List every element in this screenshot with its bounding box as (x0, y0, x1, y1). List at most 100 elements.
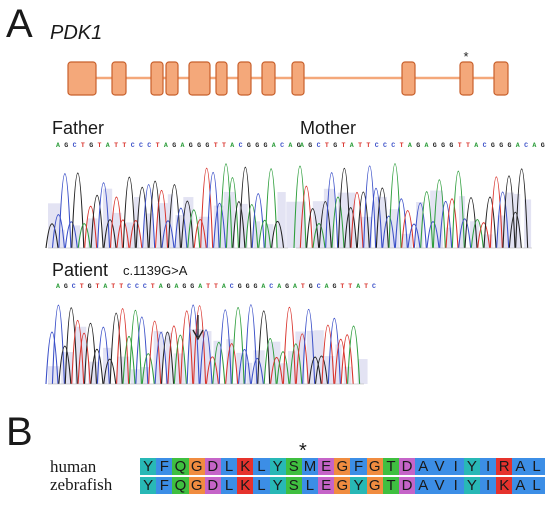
quality-bar (314, 330, 324, 384)
quality-bar (134, 197, 140, 248)
residue: E (318, 458, 335, 475)
base-call: T (114, 142, 119, 149)
residue: I (479, 477, 497, 494)
base-call: G (296, 142, 301, 149)
variant-label: c.1139G>A (123, 263, 188, 278)
exon-9 (291, 61, 305, 96)
peak (64, 221, 78, 249)
gene-name: PDK1 (50, 22, 103, 44)
quality-bar (357, 359, 368, 384)
peak (45, 331, 59, 385)
peak (344, 207, 358, 249)
base-call: C (383, 142, 387, 149)
base-call: G (172, 142, 177, 149)
residue: L (220, 477, 238, 494)
peak (264, 168, 278, 249)
base-call: G (182, 283, 187, 290)
quality-bar (167, 194, 174, 248)
species-human: human (50, 457, 97, 476)
peak (167, 325, 181, 385)
residue: R (496, 458, 513, 475)
base-call: C (72, 142, 77, 149)
base-call: G (308, 283, 313, 290)
peak (363, 165, 377, 249)
peak (199, 329, 213, 385)
peak (496, 191, 510, 249)
peak (282, 307, 296, 385)
quality-bar (337, 192, 350, 248)
base-call: T (214, 283, 218, 290)
peak (394, 198, 408, 249)
peak (237, 348, 252, 385)
peak (135, 187, 149, 249)
residue: A (415, 477, 432, 494)
exon-7 (237, 61, 252, 96)
species-zebrafish: zebrafish (50, 475, 113, 494)
residue: M (301, 458, 319, 475)
base-call: C (372, 283, 376, 290)
peak (58, 345, 72, 385)
peak (225, 343, 239, 385)
base-call: A (349, 142, 354, 149)
peak (212, 342, 226, 385)
base-call: A (532, 142, 537, 149)
peak (141, 353, 155, 385)
peak (225, 177, 239, 249)
base-call: A (105, 142, 110, 149)
patient-trace (45, 304, 368, 385)
peak (116, 308, 130, 385)
peak (308, 356, 322, 385)
peak (327, 317, 341, 385)
residue: Y (463, 458, 480, 475)
base-call: A (261, 283, 266, 290)
panel-a-letter: A (6, 2, 33, 46)
quality-bar (213, 340, 221, 384)
quality-bar (347, 192, 356, 248)
residue: I (479, 458, 497, 475)
base-call: G (540, 142, 545, 149)
peak (109, 196, 123, 249)
peak (218, 309, 232, 385)
quality-bar (295, 331, 305, 384)
base-call: C (482, 142, 487, 149)
base-call: A (174, 283, 179, 290)
base-call: G (499, 142, 504, 149)
quality-bar (223, 191, 235, 248)
peak (186, 304, 200, 385)
base-call: A (56, 142, 60, 149)
peak (71, 172, 85, 249)
peak (263, 337, 277, 385)
peak (347, 325, 361, 385)
base-call: C (280, 142, 285, 149)
exon-10 (401, 61, 416, 96)
peak (174, 207, 188, 249)
base-call: A (158, 283, 163, 290)
base-call: T (457, 142, 462, 149)
exon-11 (459, 61, 474, 96)
base-call: T (364, 283, 369, 290)
peak (193, 305, 207, 385)
quality-bar (286, 201, 297, 248)
peak (122, 335, 136, 385)
base-call: G (255, 142, 260, 149)
residue: K (237, 458, 254, 475)
quality-bar (416, 202, 424, 248)
peak (155, 190, 169, 249)
base-call: T (95, 283, 100, 290)
residue: I (447, 458, 464, 475)
peak (439, 200, 453, 249)
exon-3 (150, 61, 164, 96)
peak (232, 201, 246, 249)
peak (312, 223, 326, 249)
base-call: G (89, 142, 94, 149)
exon-12 (493, 61, 509, 96)
quality-bar (524, 199, 532, 248)
peak (470, 219, 484, 249)
base-call: C (139, 142, 143, 149)
residue: L (253, 477, 270, 494)
base-call: C (269, 283, 274, 290)
residue: S (285, 458, 302, 475)
residue: I (447, 477, 464, 494)
residue: L (528, 458, 545, 475)
peak (508, 211, 522, 249)
